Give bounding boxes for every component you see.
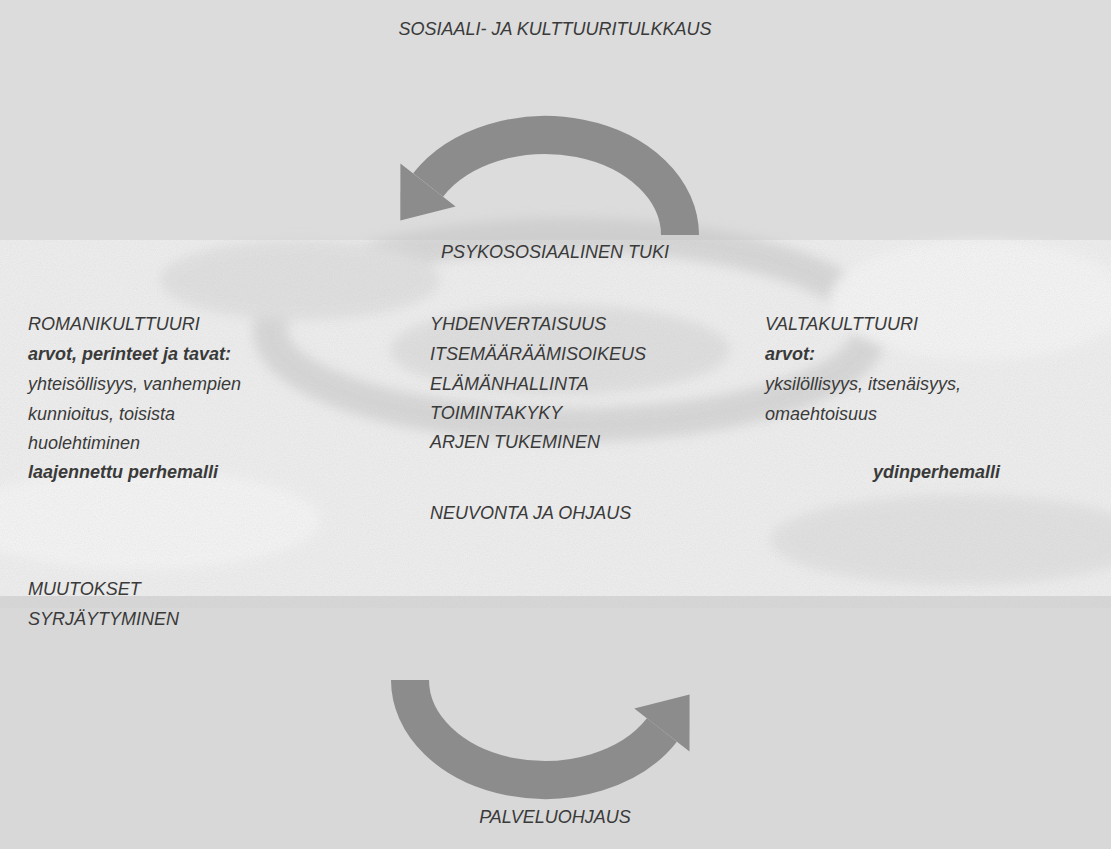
band: SOSIAALI- JA KULTTUURITULKKAUS [0, 0, 1111, 240]
column-heading: ROMANIKULTTUURI [28, 310, 200, 340]
principle: ELÄMÄNHALLINTA [430, 370, 589, 400]
fabric-edge [0, 596, 1111, 608]
top-band-fill [0, 0, 1111, 240]
bottom-band-fill [0, 608, 1111, 849]
service-heading: SOSIAALI- JA KULTTUURITULKKAUS [398, 15, 711, 45]
fabric-grain [0, 240, 1111, 608]
risk-label: MUUTOKSET [28, 575, 141, 605]
service-heading: PALVELUOHJAUS [479, 803, 631, 833]
service-heading: PSYKOSOSIAALINEN TUKI [441, 238, 669, 268]
risk-label: SYRJÄYTYMINEN [28, 605, 179, 635]
fabric-band-fill [0, 240, 1111, 608]
cycle-arrows [410, 135, 680, 780]
family-model: ydinperhemalli [873, 458, 1000, 488]
band: SYRJÄYTYMINEN PALVELUOHJAUS [0, 608, 1111, 849]
top-arrowhead [400, 164, 455, 221]
principle: TOIMINTAKYKY [430, 399, 562, 429]
column-subheading: arvot: [765, 340, 815, 370]
principle: YHDENVERTAISUUS [430, 310, 606, 340]
value-list: yksilöllisyys, itsenäisyys, omaehtoisuus [765, 370, 1015, 429]
value-list: yhteisöllisyys, vanhempien kunnioitus, t… [28, 370, 278, 459]
bottom-arrowhead [634, 695, 689, 752]
family-model: laajennettu perhemalli [28, 458, 218, 488]
top-cycle-arrow [428, 135, 680, 235]
column-subheading: arvot, perinteet ja tavat: [28, 340, 231, 370]
service-heading: NEUVONTA JA OHJAUS [430, 499, 631, 529]
bottom-cycle-arrow [410, 680, 662, 780]
principle: ARJEN TUKEMINEN [430, 428, 600, 458]
principle: ITSEMÄÄRÄÄMISOIKEUS [430, 340, 646, 370]
column-heading: VALTAKULTTUURI [765, 310, 918, 340]
band: PSYKOSOSIAALINEN TUKIROMANIKULTTUURIarvo… [0, 240, 1111, 608]
